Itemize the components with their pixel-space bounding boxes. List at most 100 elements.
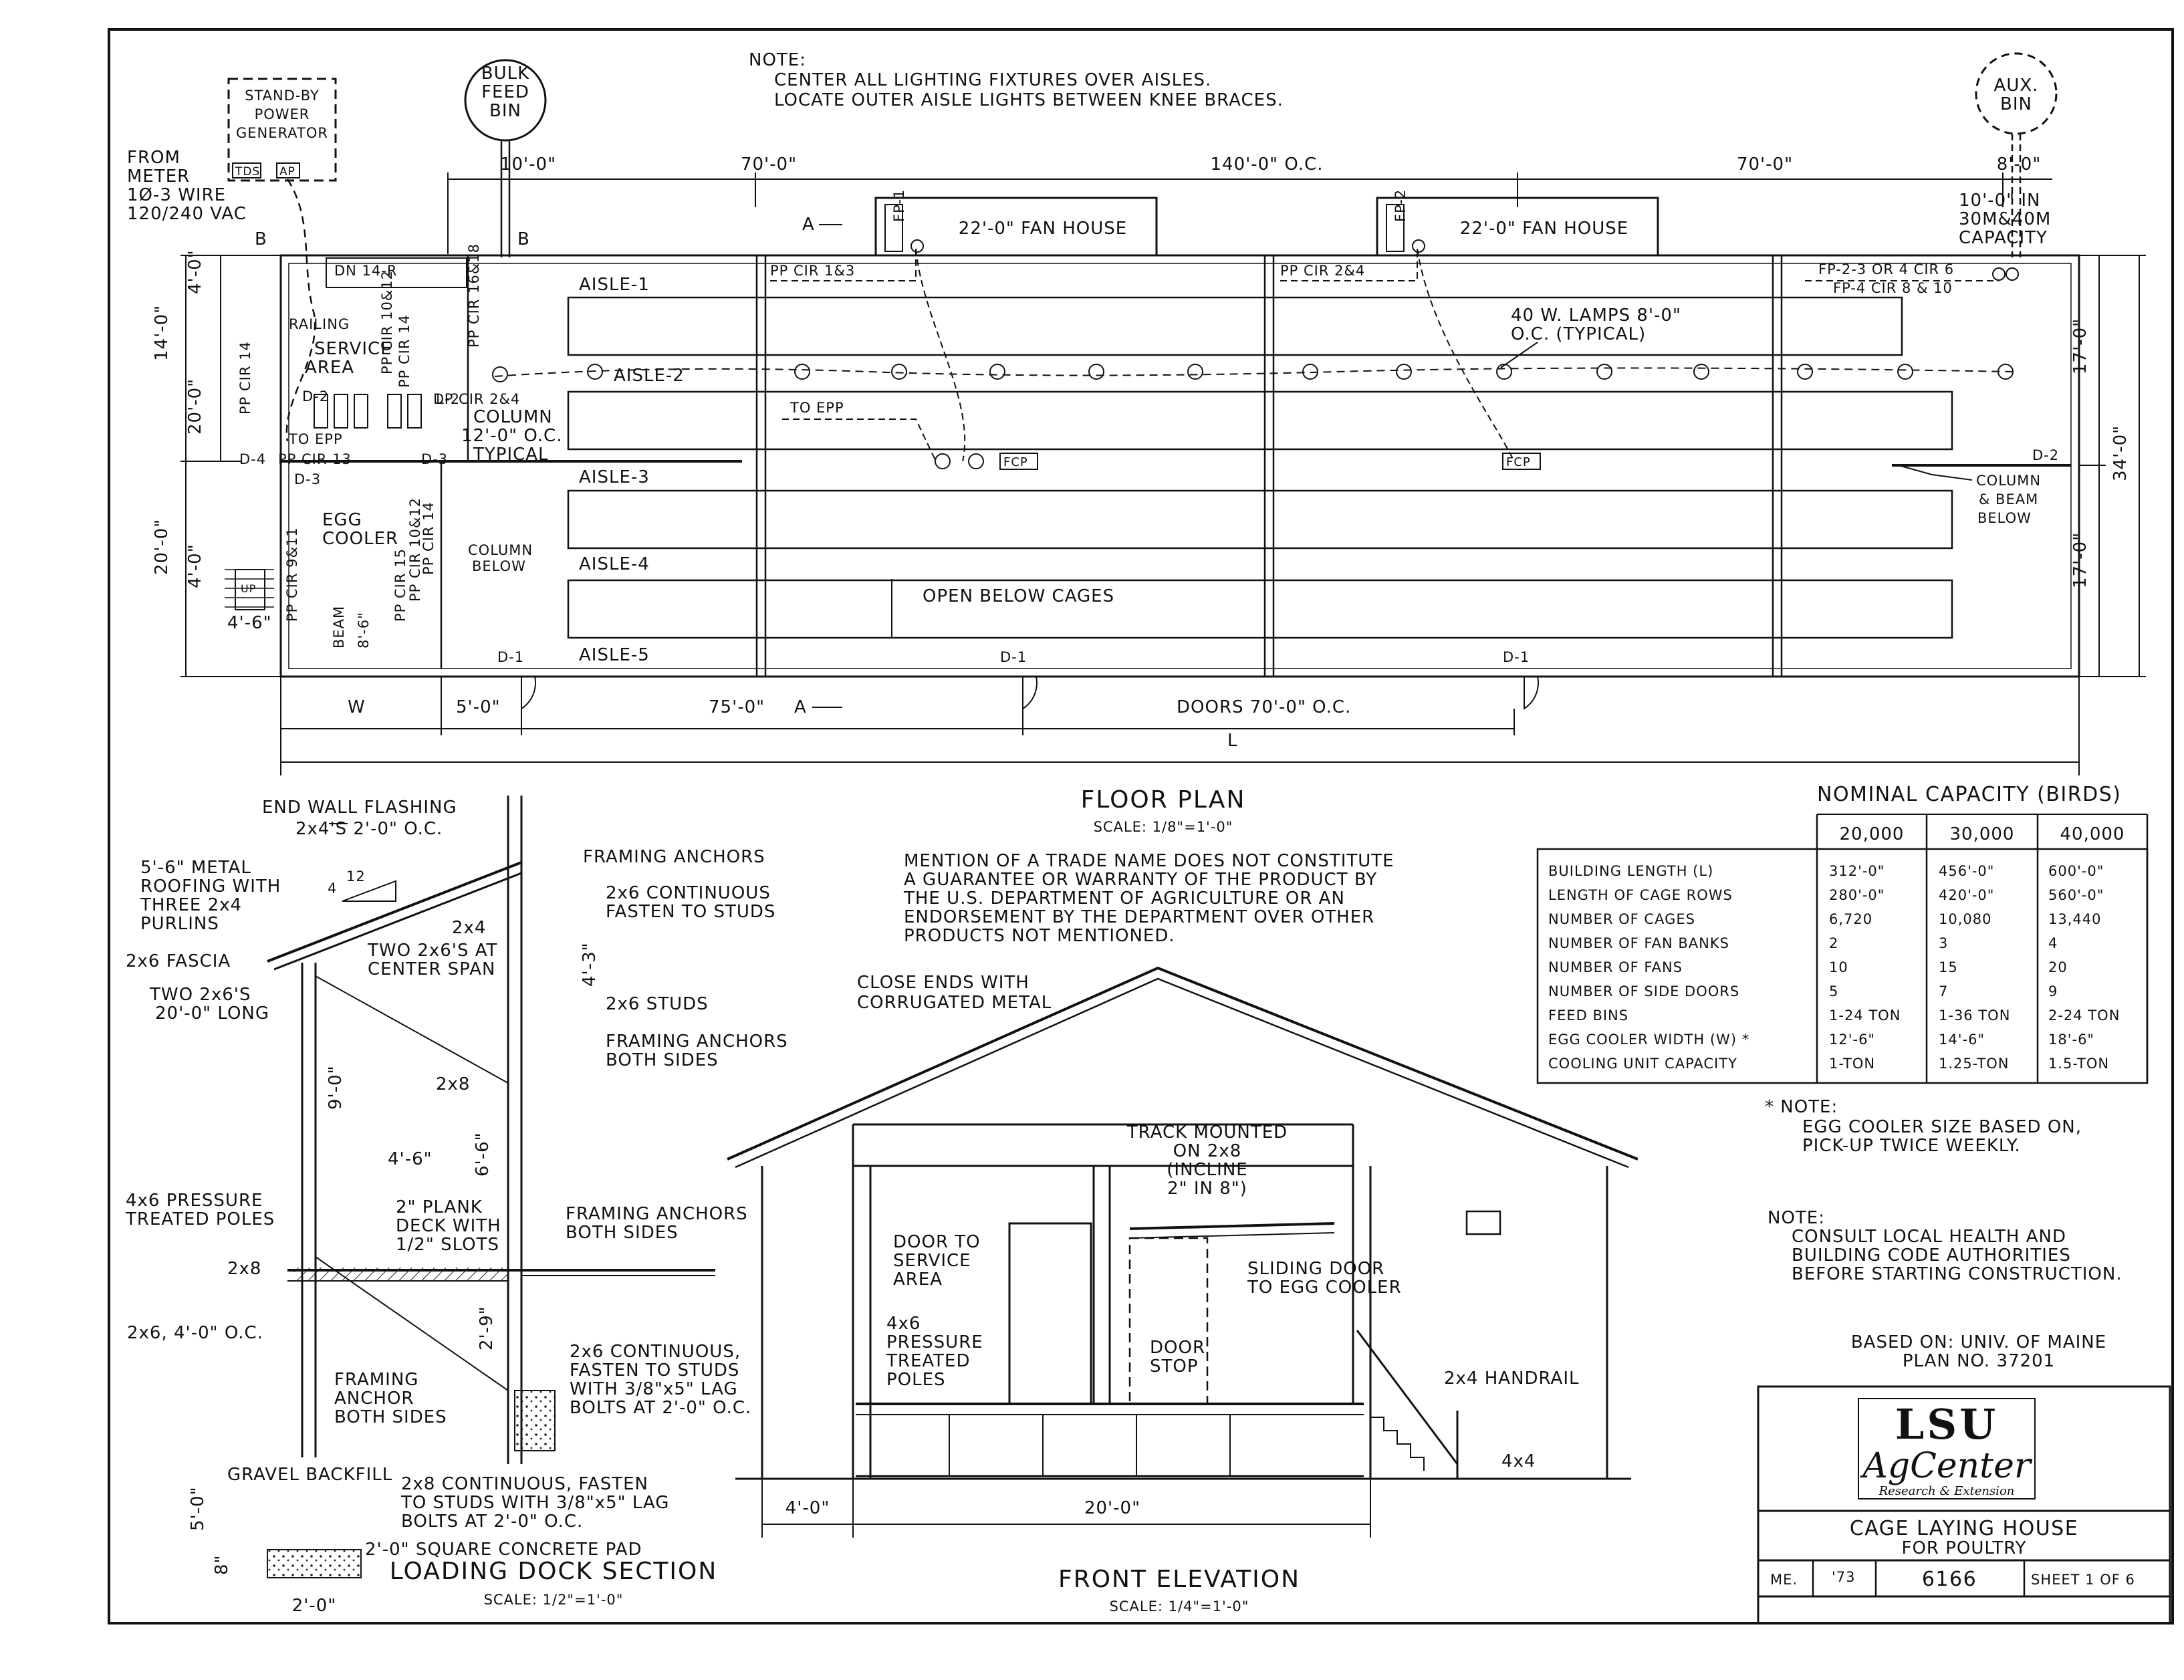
dim-w: W [348, 697, 366, 717]
logo-top: LSU [1895, 1400, 1998, 1449]
cap-row-0-v0: 312'-0" [1829, 863, 1885, 879]
bulk-bin-line2: FEED [481, 82, 529, 102]
pp-cir-1-3: PP CIR 1&3 [770, 263, 855, 279]
framing-anchors: FRAMING ANCHORS [583, 847, 765, 867]
bulk-bin-line1: BULK [481, 64, 529, 84]
logo-sub: Research & Extension [1878, 1484, 2015, 1498]
anchors-both-2: BOTH SIDES [606, 1050, 719, 1070]
dim-2-0: 2'-0" [292, 1596, 337, 1616]
note-star: * NOTE: EGG COOLER SIZE BASED ON, PICK-U… [1765, 1097, 2082, 1156]
sliding-1: SLIDING DOOR [1247, 1259, 1384, 1279]
beam-dim: 8'-6" [356, 612, 372, 648]
door-d1-b: D-1 [1000, 649, 1027, 665]
disclaimer-5: PRODUCTS NOT MENTIONED. [904, 926, 1175, 946]
plank-2: DECK WITH [396, 1216, 501, 1236]
aux-note-2: 30M&40M [1959, 209, 2051, 229]
aux-bin: AUX. BIN [1975, 52, 2058, 257]
door-d3-b: D-3 [294, 471, 321, 487]
cap-row-3-v0: 2 [1829, 935, 1838, 951]
dim-aux-offset: 8'-0" [1997, 154, 2042, 174]
cap-row-6-v2: 2-24 TON [2048, 1007, 2120, 1024]
note-star-1: EGG COOLER SIZE BASED ON, [1802, 1117, 2082, 1137]
dim-left-span: 70'-0" [741, 154, 797, 174]
open-below-cages: OPEN BELOW CAGES [923, 586, 1114, 606]
gravel-backfill: GRAVEL BACKFILL [227, 1465, 392, 1485]
cap-row-2-label: NUMBER OF CAGES [1548, 911, 1695, 927]
aisle-5: AISLE-5 [579, 645, 650, 665]
joists: 2x6, 4'-0" O.C. [127, 1323, 263, 1343]
door-d2-mid: D-2 [433, 391, 460, 407]
bulk-bin-line3: BIN [489, 101, 521, 121]
title-block: LSU AgCenter Research & Extension CAGE L… [1757, 1385, 2171, 1625]
door-d3-a: D-3 [421, 451, 448, 467]
roofing-2: ROOFING WITH [140, 876, 281, 896]
end-wall-flashing: END WALL FLASHING [262, 798, 457, 818]
note-health-1: CONSULT LOCAL HEALTH AND [1792, 1227, 2066, 1247]
lamps-note-2: O.C. (TYPICAL) [1511, 324, 1646, 344]
fcp-1: FCP [1003, 455, 1028, 469]
sliding-2: TO EGG COOLER [1247, 1278, 1402, 1298]
cap-row-1-v2: 560'-0" [2048, 887, 2104, 903]
note-health-3: BEFORE STARTING CONSTRUCTION. [1792, 1264, 2122, 1284]
dim-center-span: 140'-0" O.C. [1210, 154, 1323, 174]
section-b-left: B [255, 229, 267, 249]
anchor-both-1: FRAMING [334, 1370, 418, 1390]
lsu-agcenter-logo: LSU AgCenter Research & Extension [1858, 1398, 2036, 1499]
column-note-3: TYPICAL [473, 445, 549, 465]
pp-cir-10-12-lower: PP CIR 10&12 [407, 497, 423, 602]
cap-col-1: 20,000 [1840, 824, 1905, 844]
anchor-both-3: BOTH SIDES [334, 1407, 447, 1427]
dim-doors: DOORS 70'-0" O.C. [1177, 697, 1351, 717]
aux-bin-line1: AUX. [1994, 76, 2039, 96]
dim-left-a: 4'-0" [185, 249, 205, 294]
drawing-subtitle: FOR POULTRY [1902, 1538, 2027, 1558]
note-star-2: PICK-UP TWICE WEEKLY. [1802, 1136, 2021, 1156]
dim-left-c: 20'-0" [185, 378, 205, 435]
loading-dock-section: 12 4 END WALL FLASHING 2x4'S 2'-0" O.C. … [125, 796, 788, 1616]
service-to-epp: TO EPP [288, 431, 343, 447]
two-2x6-2: CENTER SPAN [368, 959, 495, 979]
dim-l: L [1227, 731, 1238, 751]
fcp-2: FCP [1506, 455, 1531, 469]
drawing-title: CAGE LAYING HOUSE [1850, 1517, 2078, 1540]
cap-row-5-v2: 9 [2048, 983, 2058, 999]
anchor-both-2: ANCHOR [334, 1389, 414, 1409]
dim-2-9: 2'-9" [477, 1306, 497, 1350]
fe-dim-20: 20'-0" [1084, 1498, 1140, 1518]
fascia: 2x6 FASCIA [126, 951, 231, 971]
top-note: NOTE: CENTER ALL LIGHTING FIXTURES OVER … [749, 50, 1283, 110]
door-service-2: SERVICE [893, 1251, 971, 1271]
two-x4s: 2x4'S 2'-0" O.C. [295, 819, 443, 839]
meter-line3: 1Ø-3 WIRE [127, 185, 226, 205]
pitch-rise: 4 [328, 880, 337, 896]
beam-label: BEAM [331, 606, 347, 648]
anchors-both-1: FRAMING ANCHORS [606, 1032, 788, 1052]
cap-row-5-v0: 5 [1829, 983, 1838, 999]
pp-cir-10-12-upper: PP CIR 10&12 [379, 270, 395, 374]
pitch-run: 12 [346, 868, 366, 884]
cap-row-3-label: NUMBER OF FAN BANKS [1548, 935, 1729, 951]
door-stop-1: DOOR [1150, 1338, 1205, 1358]
concrete-pad: 2'-0" SQUARE CONCRETE PAD [365, 1540, 642, 1560]
dim-4-6: 4'-6" [388, 1149, 433, 1169]
section-b-right: B [517, 229, 530, 249]
dim-5-0: 5'-0" [188, 1486, 208, 1531]
based-on: BASED ON: UNIV. OF MAINE PLAN NO. 37201 [1851, 1332, 2106, 1371]
dim-left-b: 14'-0" [152, 305, 172, 361]
dim-6-6: 6'-6" [473, 1132, 493, 1177]
plan-number: 6166 [1922, 1568, 1977, 1591]
capacity-table: NOMINAL CAPACITY (BIRDS) 20,000 30,000 4… [1536, 783, 2149, 1084]
four-x4: 4x4 [1501, 1451, 1536, 1471]
anchors-both2-1: FRAMING ANCHORS [566, 1204, 748, 1224]
section-a-top: A [802, 215, 815, 235]
cap-row-7-label: EGG COOLER WIDTH (W) * [1548, 1032, 1749, 1048]
cap-row-8-v2: 1.5-TON [2048, 1056, 2109, 1072]
dim-75: 75'-0" [709, 697, 765, 717]
aisle-4: AISLE-4 [579, 554, 650, 574]
front-elevation-scale: SCALE: 1/4"=1'-0" [1110, 1598, 1249, 1614]
disclaimer-3: THE U.S. DEPARTMENT OF AGRICULTURE OR AN [903, 888, 1345, 909]
cap-row-0-v1: 456'-0" [1939, 863, 1994, 879]
close-ends-2: CORRUGATED METAL [857, 993, 1052, 1013]
pp-cir-16-18: PP CIR 16&18 [466, 243, 482, 348]
